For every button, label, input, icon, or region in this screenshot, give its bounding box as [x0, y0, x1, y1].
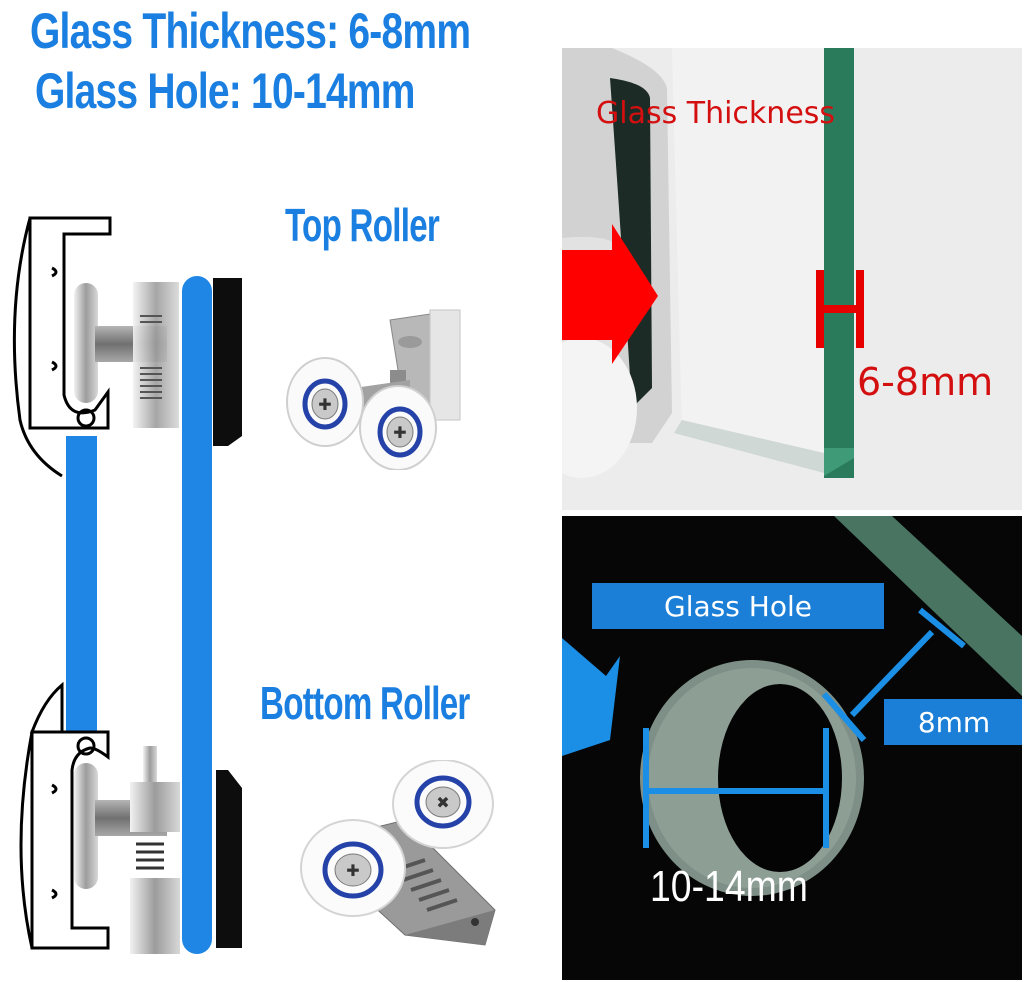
glass-thickness-caption: Glass Thickness [596, 96, 836, 131]
bottom-roller-label: Bottom Roller [260, 677, 470, 729]
roller-wheel-right: ✚ [359, 385, 437, 470]
thickness-measure-icon [816, 270, 864, 348]
blue-arrow-icon [562, 638, 620, 756]
bottom-roller-product-image: ✖ ✚ [300, 760, 496, 946]
top-roller-product-image: ✚ ✚ [286, 309, 461, 470]
glass-thickness-panel: Glass Thickness 6-8mm [562, 48, 1022, 510]
glass-hole-diameter-value: 10-14mm [650, 862, 808, 911]
glass-hole-panel: Glass Hole 8mm 10-14mm [562, 516, 1022, 980]
glass-edge-distance-badge: 8mm [884, 699, 1022, 745]
headline-glass-hole: Glass Hole: 10-14mm [35, 63, 415, 119]
svg-text:✚: ✚ [318, 395, 331, 414]
roller-cross-section-diagram [12, 216, 242, 954]
roller-wheel-upper: ✖ [392, 760, 494, 849]
outer-glass-panel [182, 276, 212, 954]
svg-text:✚: ✚ [346, 861, 359, 880]
red-arrow-icon [562, 224, 658, 364]
top-roller-label: Top Roller [285, 199, 440, 251]
svg-text:✚: ✚ [393, 423, 406, 442]
glass-edge [824, 48, 854, 478]
bottom-bracket-outline [19, 681, 110, 950]
glass-hole-caption: Glass Hole [592, 583, 884, 629]
svg-text:✖: ✖ [436, 793, 449, 812]
roller-wheel-left: ✚ [286, 357, 364, 447]
headline-glass-thickness: Glass Thickness: 6-8mm [30, 3, 471, 59]
glass-thickness-value: 6-8mm [857, 360, 994, 404]
roller-wheel-lower: ✚ [300, 819, 406, 917]
inner-glass-panel [66, 436, 97, 731]
top-bracket-outline [12, 216, 112, 478]
